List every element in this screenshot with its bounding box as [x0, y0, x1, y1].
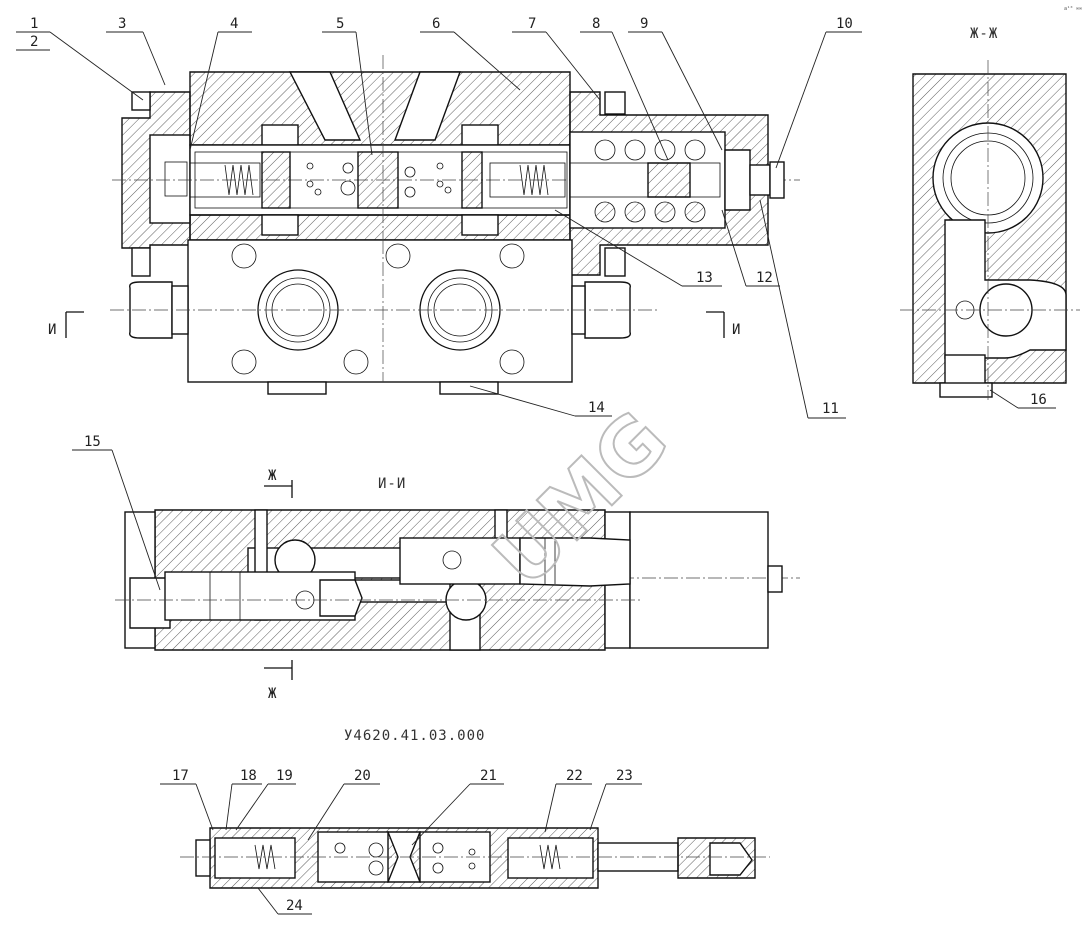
callout-21: 21: [480, 768, 497, 784]
middle-section-view: И-И Ж Ж: [115, 468, 800, 702]
callout-labels: 1 2 3 4 5 6 7 8 9 10 11 12 13 14 15 16 1…: [30, 16, 1047, 914]
callout-11: 11: [822, 401, 839, 417]
callout-1: 1: [30, 16, 38, 32]
callout-5: 5: [336, 16, 344, 32]
callout-17: 17: [172, 768, 189, 784]
callout-13: 13: [696, 270, 713, 286]
callout-24: 24: [286, 898, 303, 914]
callout-18: 18: [240, 768, 257, 784]
callout-7: 7: [528, 16, 536, 32]
side-section-view: Ж-Ж: [900, 26, 1080, 400]
callout-6: 6: [432, 16, 440, 32]
callout-12: 12: [756, 270, 773, 286]
callout-14: 14: [588, 400, 605, 416]
main-section-label: И-И: [378, 476, 406, 492]
callout-2: 2: [30, 34, 38, 50]
cut-mark-i-left: И: [48, 322, 56, 338]
callout-19: 19: [276, 768, 293, 784]
bottom-assembly-view: [180, 827, 770, 889]
cut-mark-zh-top: Ж: [268, 468, 277, 484]
callout-10: 10: [836, 16, 853, 32]
top-section-view: И И: [48, 55, 800, 395]
callout-20: 20: [354, 768, 371, 784]
cut-mark-i-right: И: [732, 322, 740, 338]
callout-3: 3: [118, 16, 126, 32]
callout-4: 4: [230, 16, 238, 32]
callout-22: 22: [566, 768, 583, 784]
callout-leaders: [16, 31, 1056, 915]
corner-note: a¹⁰ ∞∞: [1064, 6, 1082, 12]
callout-15: 15: [84, 434, 101, 450]
callout-23: 23: [616, 768, 633, 784]
callout-16: 16: [1030, 392, 1047, 408]
part-number: У4620.41.03.000: [344, 728, 485, 744]
callout-8: 8: [592, 16, 600, 32]
cut-mark-zh-bottom: Ж: [268, 686, 277, 702]
callout-9: 9: [640, 16, 648, 32]
side-section-label: Ж-Ж: [970, 26, 998, 42]
